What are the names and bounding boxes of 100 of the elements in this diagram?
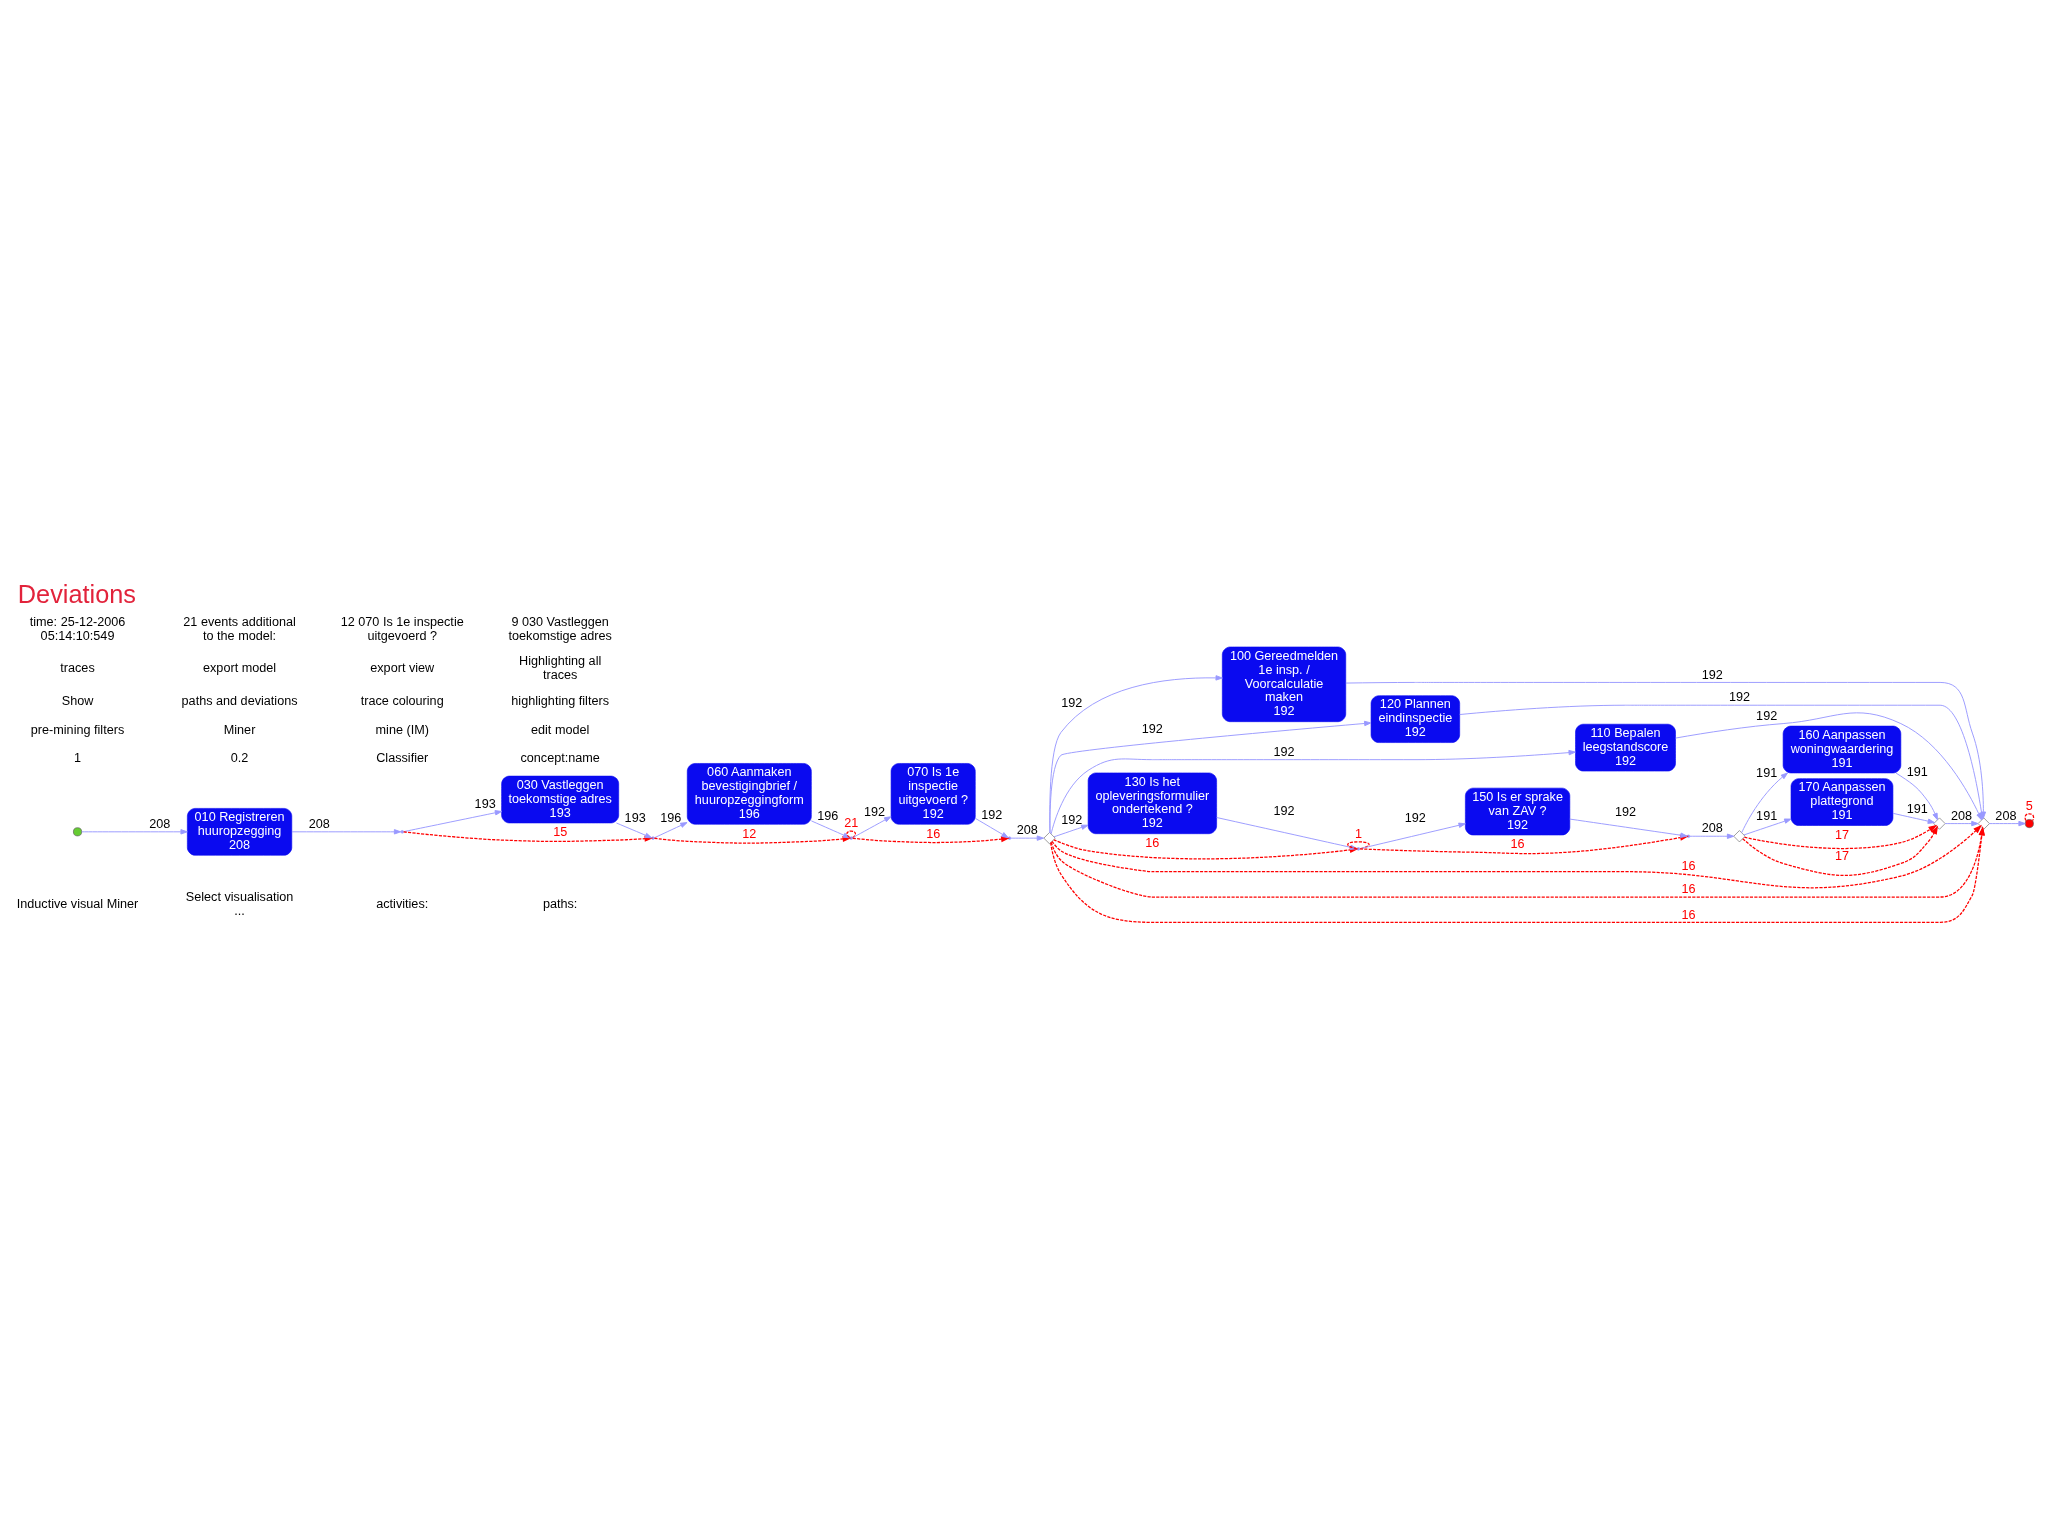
edge-label: 208 bbox=[1016, 823, 1038, 838]
label: mine (IM) bbox=[375, 722, 429, 737]
node-circle bbox=[73, 827, 82, 837]
edge-label: 191 bbox=[1756, 808, 1778, 823]
arrow bbox=[1053, 824, 1089, 838]
label: Miner bbox=[223, 722, 256, 737]
arrow bbox=[653, 822, 688, 839]
arrow bbox=[1050, 826, 1985, 923]
edge-label: 16 bbox=[1681, 858, 1696, 873]
node-dot bbox=[1356, 847, 1361, 851]
edge-label: 208 bbox=[1951, 808, 1973, 823]
edge-label: 191 bbox=[1906, 765, 1928, 780]
label: 12 070 Is 1e inspectie uitgevoerd ? bbox=[340, 615, 464, 644]
label: 21 events additional to the model: bbox=[183, 615, 296, 644]
edge-label: 16 bbox=[1681, 882, 1696, 897]
edge-label: 192 bbox=[1756, 708, 1778, 723]
label: 1 bbox=[74, 751, 82, 766]
node-box: 070 Is 1e inspectie uitgevoerd ? 192 bbox=[890, 763, 976, 825]
node-diamond bbox=[1933, 817, 1946, 830]
label: pre-mining filters bbox=[30, 722, 125, 737]
arrow bbox=[852, 816, 892, 839]
node-dot bbox=[849, 836, 853, 840]
arrow bbox=[1743, 818, 1792, 836]
edge-label: 16 bbox=[1510, 837, 1525, 852]
arrow bbox=[1741, 772, 1788, 834]
arrow bbox=[1051, 824, 1982, 889]
node-box: 160 Aanpassen woningwaardering 191 bbox=[1782, 725, 1902, 774]
edge-label: 17 bbox=[1834, 848, 1850, 863]
node-dot bbox=[1686, 834, 1691, 838]
diagram-title: Deviations bbox=[17, 580, 136, 609]
node-diamond bbox=[1043, 832, 1056, 845]
edge-label: 192 bbox=[864, 804, 886, 819]
node-box: 120 Plannen eindinspectie 192 bbox=[1370, 695, 1460, 743]
edge-label: 5 bbox=[2025, 798, 2033, 813]
arrow bbox=[291, 829, 402, 835]
label: 9 030 Vastleggen toekomstige adres bbox=[508, 615, 612, 644]
arrow bbox=[1895, 772, 1938, 821]
arrow bbox=[1569, 818, 1688, 838]
edge-label: 193 bbox=[624, 811, 646, 826]
arrow bbox=[81, 829, 188, 835]
edge-label: 192 bbox=[1614, 804, 1637, 819]
label: highlighting filters bbox=[511, 694, 609, 709]
node-dot bbox=[651, 836, 655, 840]
label: Classifier bbox=[376, 751, 429, 766]
label: Highlighting all traces bbox=[519, 653, 602, 682]
edge-label: 16 bbox=[1145, 836, 1160, 851]
edge-label: 192 bbox=[981, 807, 1003, 822]
node-box: 010 Registreren huuropzegging 208 bbox=[187, 808, 293, 856]
edge-label: 193 bbox=[474, 797, 496, 812]
node-dot bbox=[400, 830, 404, 834]
label: export view bbox=[370, 660, 435, 675]
edge-label: 192 bbox=[1728, 690, 1750, 705]
node-box: 170 Aanpassen plattegrond 191 bbox=[1790, 778, 1894, 826]
edge-label: 17 bbox=[1834, 827, 1850, 842]
arrow bbox=[1216, 817, 1358, 850]
arrow bbox=[1010, 835, 1044, 841]
connector bbox=[1347, 841, 1370, 850]
arrow bbox=[1742, 825, 1939, 876]
edge-label: 208 bbox=[149, 817, 171, 832]
node-box: 130 Is het opleveringsformulier ondertekend ? 192 bbox=[1087, 772, 1217, 835]
edge-label: 208 bbox=[1701, 821, 1723, 836]
edge-label: 196 bbox=[660, 811, 682, 826]
node-box: 110 Bepalen leegstandscore 192 bbox=[1575, 723, 1676, 772]
connector bbox=[846, 830, 857, 839]
arrow bbox=[1359, 822, 1466, 850]
edge-label: 12 bbox=[742, 826, 757, 841]
edge-label: 192 bbox=[1273, 744, 1295, 759]
node-diamond bbox=[1733, 830, 1746, 843]
label: export model bbox=[203, 660, 277, 675]
node-box: 150 Is er sprake van ZAV ? 192 bbox=[1465, 787, 1571, 836]
arrow bbox=[403, 810, 503, 833]
arrow bbox=[1050, 826, 1985, 898]
label: activities: bbox=[376, 896, 429, 911]
label: Select visualisation ... bbox=[185, 889, 294, 918]
arrow bbox=[1743, 824, 1938, 850]
label: time: 25-12-2006 05:14:10:549 bbox=[29, 615, 126, 644]
edge-label: 191 bbox=[1906, 801, 1928, 816]
node-box: 060 Aanmaken bevestigingbrief / huuropzeggingform 196 bbox=[686, 763, 812, 825]
edge-label: 208 bbox=[308, 817, 330, 832]
arrow bbox=[615, 822, 653, 839]
node-box: 030 Vastleggen toekomstige adres 193 bbox=[501, 775, 620, 824]
arrow bbox=[852, 836, 1010, 844]
label: paths and deviations bbox=[181, 694, 298, 709]
edge-label: 191 bbox=[1756, 766, 1778, 781]
label: trace colouring bbox=[360, 694, 444, 709]
arrow bbox=[1944, 820, 1979, 827]
label: edit model bbox=[530, 722, 590, 737]
node-diamond bbox=[1977, 817, 1990, 830]
edge-label: 192 bbox=[1273, 804, 1295, 819]
edge-label: 16 bbox=[926, 826, 941, 841]
edge-label: 21 bbox=[844, 816, 859, 831]
label: paths: bbox=[542, 896, 578, 911]
node-box: 100 Gereedmelden 1e insp. / Voorcalculatie maken 192 bbox=[1222, 646, 1347, 722]
edge-label: 196 bbox=[817, 808, 839, 823]
arrow bbox=[1689, 833, 1735, 839]
edge-label: 192 bbox=[1404, 810, 1426, 825]
arrow bbox=[810, 820, 851, 839]
label: 0.2 bbox=[230, 751, 249, 766]
edge-label: 208 bbox=[1995, 808, 2017, 823]
connector bbox=[2024, 813, 2035, 822]
